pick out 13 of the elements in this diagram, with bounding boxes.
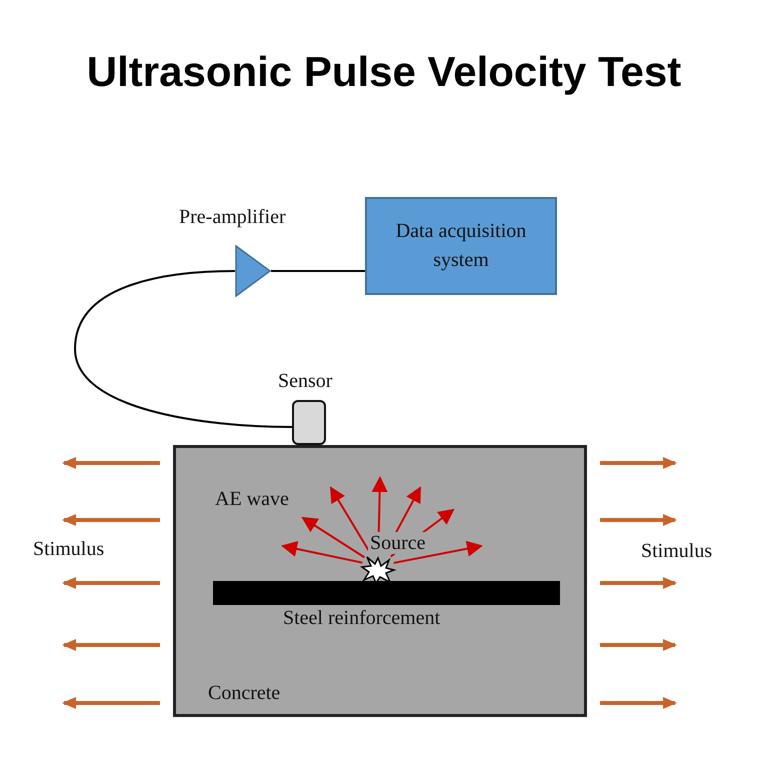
annotation-label: Stimulus (641, 540, 712, 563)
node-label: Sensor (278, 370, 332, 393)
node-label: Concrete (208, 682, 280, 705)
node-label: Source (368, 532, 428, 554)
system-box: Data acquisition system (365, 197, 557, 295)
title: Ultrasonic Pulse Velocity Test (86, 48, 682, 96)
connector-line (74, 270, 292, 428)
concrete-block (173, 445, 587, 717)
node-label: Pre-amplifier (179, 206, 286, 229)
annotation-label: AE wave (215, 488, 289, 511)
connector-line (271, 270, 365, 272)
annotation-label: Stimulus (33, 538, 104, 561)
node-label: Steel reinforcement (283, 607, 440, 630)
